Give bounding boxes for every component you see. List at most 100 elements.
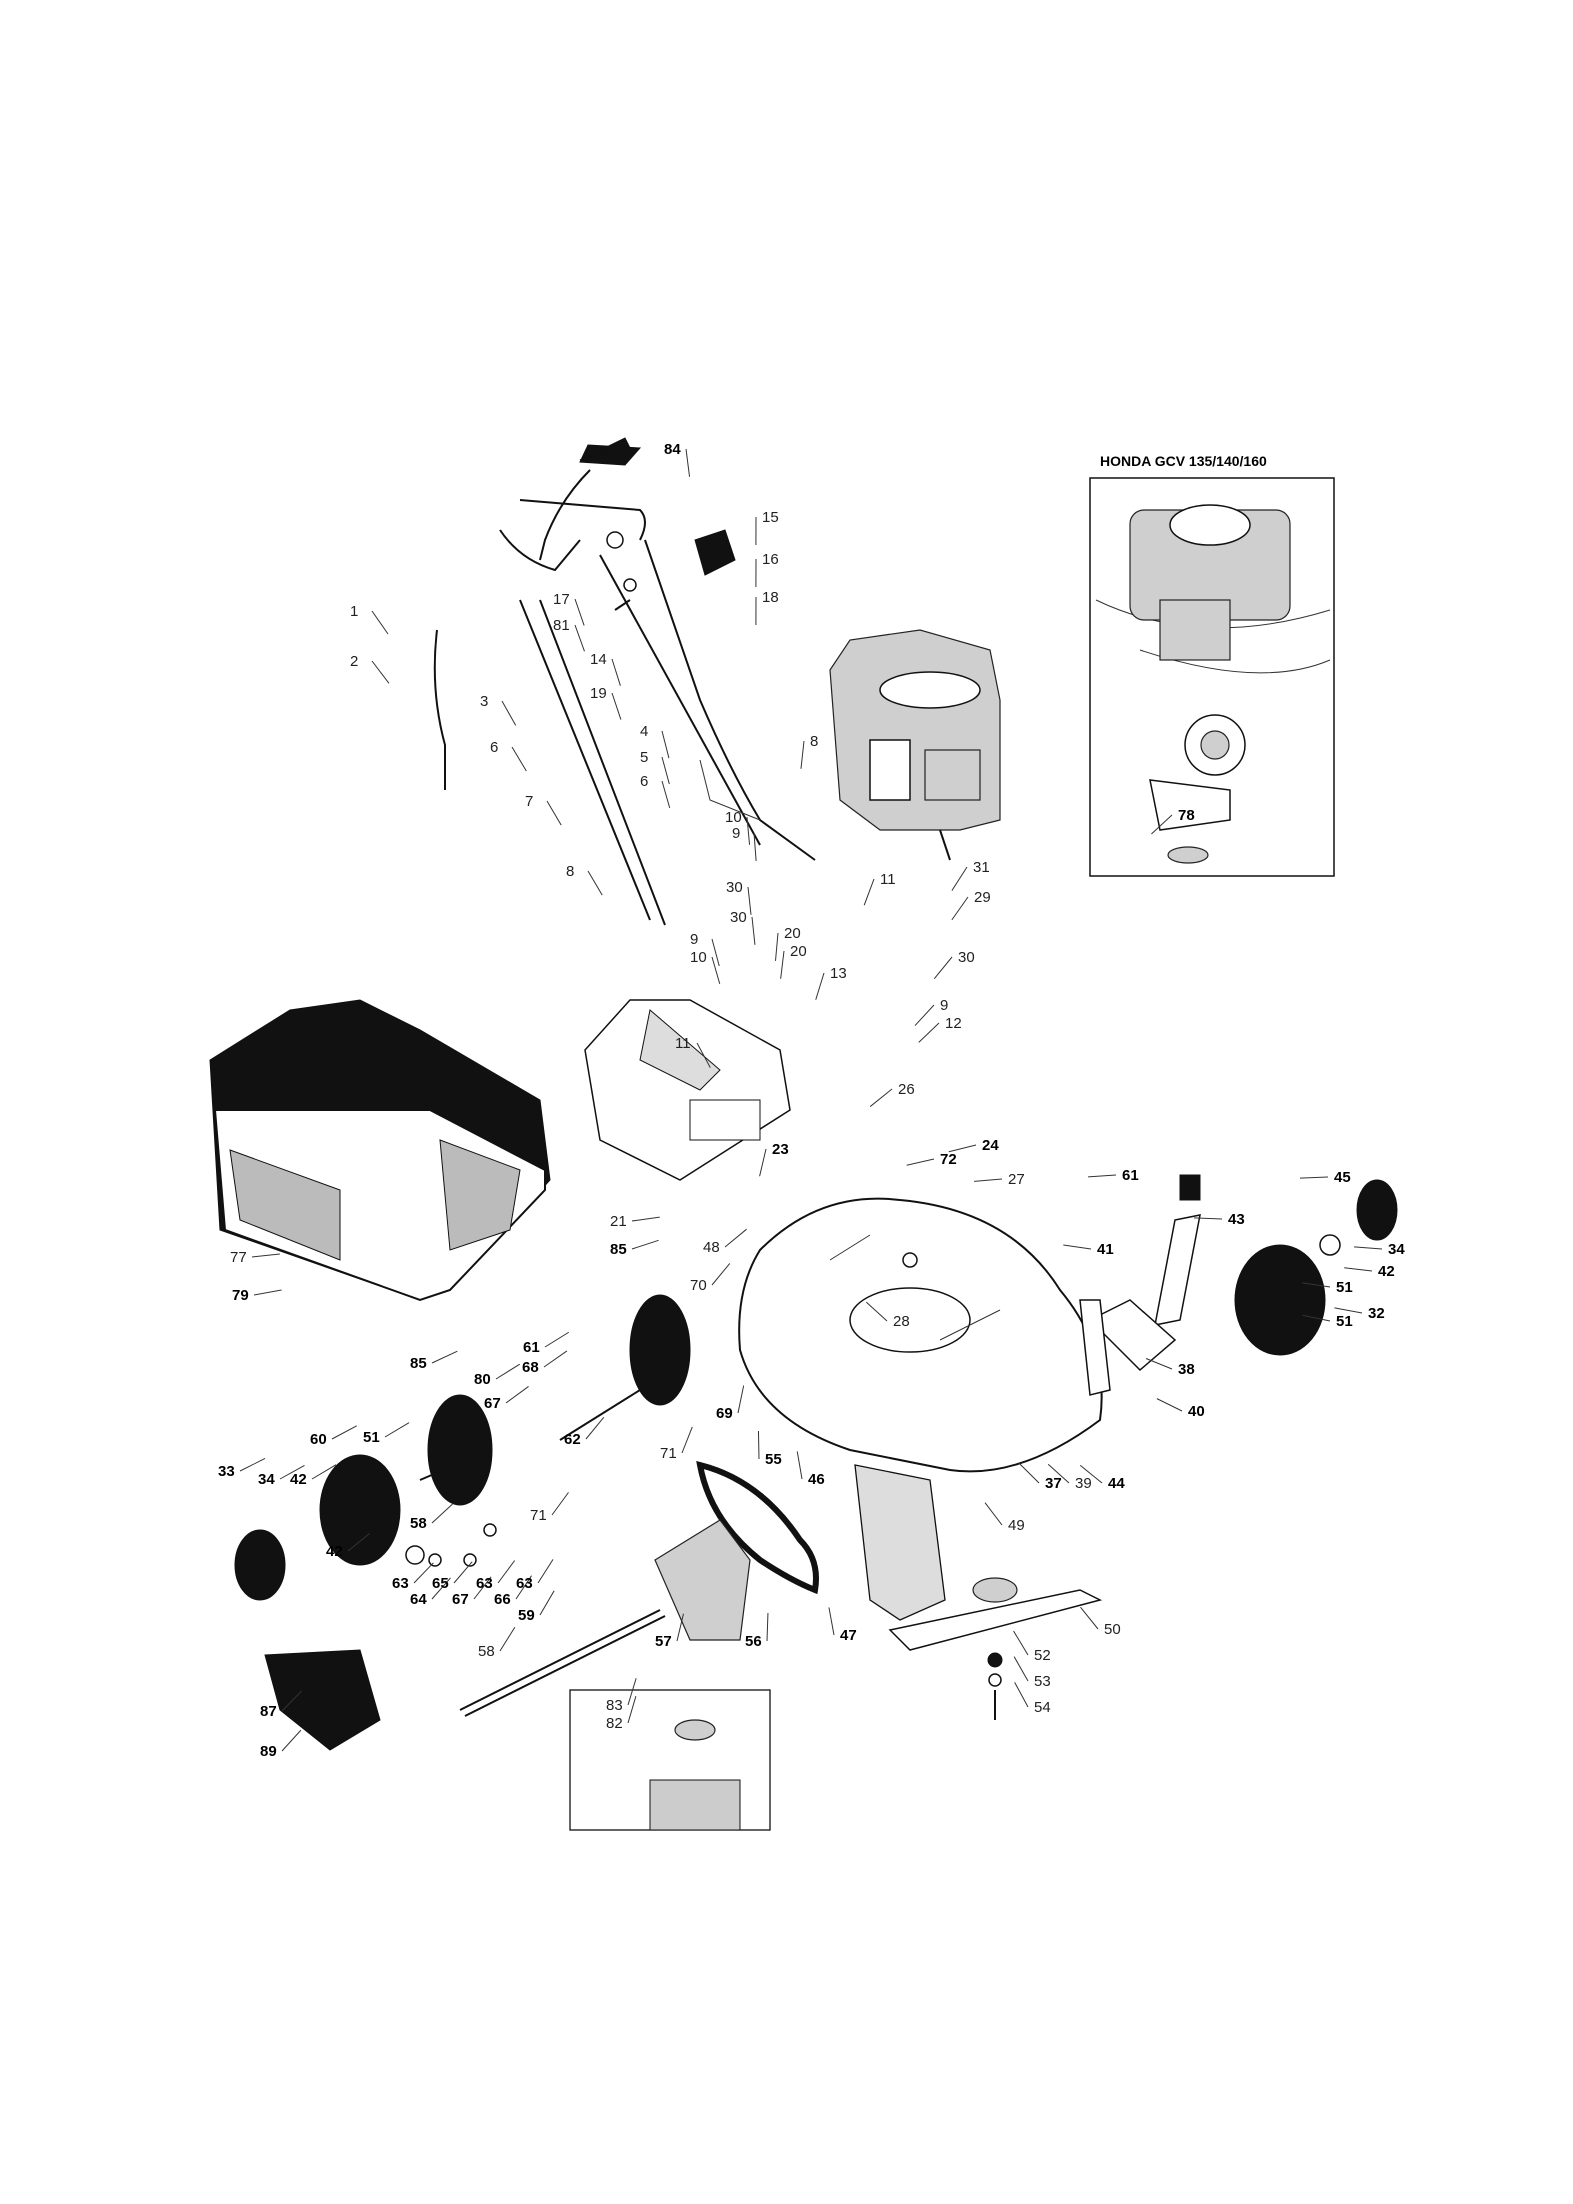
label-71b: 71: [530, 1507, 547, 1524]
leader-line: [815, 972, 825, 1000]
label-9b: 9: [690, 931, 698, 948]
leader-line: [1014, 1682, 1029, 1708]
leader-line: [505, 1386, 529, 1404]
leader-line: [543, 1350, 568, 1368]
label-85a: 85: [610, 1241, 627, 1258]
label-37: 37: [1045, 1475, 1062, 1492]
label-69: 69: [716, 1405, 733, 1422]
leader-line: [753, 832, 757, 861]
leader-line: [1302, 1282, 1331, 1288]
leader-line: [1080, 1606, 1099, 1630]
grass-catcher: [209, 999, 551, 1302]
leader-line: [473, 1576, 492, 1600]
label-89: 89: [260, 1743, 277, 1760]
leader-line: [948, 1144, 977, 1153]
leader-line: [1354, 1246, 1383, 1250]
leader-line: [371, 610, 389, 635]
label-57: 57: [655, 1633, 672, 1650]
label-80: 80: [474, 1371, 491, 1388]
leader-line: [511, 746, 527, 772]
label-30c: 30: [958, 949, 975, 966]
part-84: [579, 437, 631, 461]
label-23: 23: [772, 1141, 789, 1158]
label-21: 21: [610, 1213, 627, 1230]
label-63a: 63: [392, 1575, 409, 1592]
label-30a: 30: [726, 879, 743, 896]
leader-line: [863, 878, 875, 906]
leader-line: [1063, 1244, 1092, 1250]
leader-line: [1151, 814, 1173, 835]
left-wheels: [234, 1294, 691, 1751]
label-34b: 34: [1388, 1241, 1405, 1258]
label-9c: 9: [940, 997, 948, 1014]
leader-line: [279, 1464, 305, 1480]
label-53: 53: [1034, 1673, 1051, 1690]
label-34a: 34: [258, 1471, 275, 1488]
inset-title: HONDA GCV 135/140/160: [1100, 453, 1267, 469]
rear-cover: [584, 999, 791, 1181]
leader-line: [281, 1690, 302, 1712]
label-5: 5: [640, 749, 648, 766]
leader-line: [431, 1503, 453, 1524]
label-46: 46: [808, 1471, 825, 1488]
leader-line: [585, 1417, 605, 1440]
label-49: 49: [1008, 1517, 1025, 1534]
leader-line: [1194, 1217, 1223, 1220]
label-85b: 85: [410, 1355, 427, 1372]
label-10b: 10: [690, 949, 707, 966]
label-33: 33: [218, 1463, 235, 1480]
leader-line: [1344, 1267, 1373, 1272]
leader-line: [453, 1561, 473, 1584]
leader-line: [611, 692, 622, 720]
drive-components: [459, 1460, 819, 1831]
label-7: 7: [525, 793, 533, 810]
label-14: 14: [590, 651, 607, 668]
leader-line: [661, 756, 670, 785]
label-42c: 42: [1378, 1263, 1395, 1280]
label-43: 43: [1228, 1211, 1245, 1228]
label-4: 4: [640, 723, 648, 740]
leader-line: [1302, 1314, 1331, 1322]
leader-line: [311, 1464, 337, 1480]
label-15: 15: [762, 509, 779, 526]
leader-line: [774, 932, 779, 961]
label-59: 59: [518, 1607, 535, 1624]
label-60: 60: [310, 1431, 327, 1448]
label-51c: 51: [363, 1429, 380, 1446]
leader-line: [413, 1562, 434, 1584]
leader-line: [676, 1613, 684, 1642]
leader-line: [951, 896, 969, 921]
label-77: 77: [230, 1249, 247, 1266]
label-58a: 58: [410, 1515, 427, 1532]
leader-line: [757, 1430, 760, 1460]
label-81: 81: [553, 617, 570, 634]
leader-line: [281, 1729, 302, 1752]
label-84: 84: [664, 441, 681, 458]
label-20: 20: [790, 943, 807, 960]
label-71a: 71: [660, 1445, 677, 1462]
label-8b: 8: [810, 733, 818, 750]
leader-line: [974, 1178, 1003, 1182]
label-67a: 67: [452, 1591, 469, 1608]
label-61a: 61: [523, 1339, 540, 1356]
label-3: 3: [480, 693, 488, 710]
label-19: 19: [590, 685, 607, 702]
leader-line: [711, 938, 720, 967]
label-17: 17: [553, 591, 570, 608]
leader-line: [751, 916, 756, 945]
leader-line: [431, 1350, 458, 1364]
label-42a: 42: [290, 1471, 307, 1488]
leader-line: [574, 624, 585, 652]
label-63b: 63: [476, 1575, 493, 1592]
leader-line: [1018, 1462, 1040, 1484]
leader-line: [746, 816, 751, 845]
leader-line: [431, 1577, 451, 1600]
label-56: 56: [745, 1633, 762, 1650]
leader-line: [1013, 1656, 1029, 1682]
label-54: 54: [1034, 1699, 1051, 1716]
label-42b: 42: [326, 1543, 343, 1560]
leader-line: [865, 1301, 888, 1322]
label-87: 87: [260, 1703, 277, 1720]
leader-line: [1334, 1307, 1363, 1314]
